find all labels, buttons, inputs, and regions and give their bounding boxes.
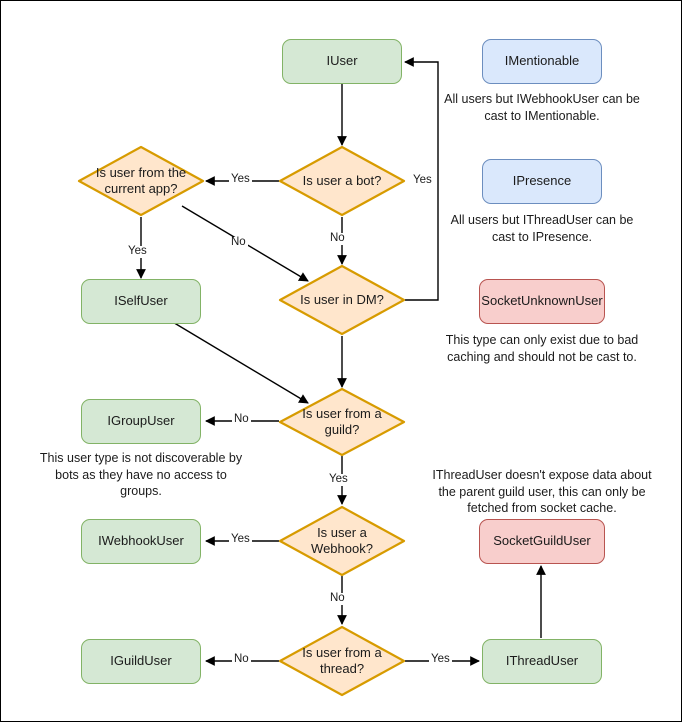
node-iguilduser-label: IGuildUser [110,653,172,669]
edge-label-webhook-yes: Yes [229,533,252,546]
node-ipresence[interactable]: IPresence [482,159,602,204]
node-socketguilduser[interactable]: SocketGuildUser [479,519,605,564]
node-is-user-a-bot[interactable]: Is user a bot? [278,145,406,217]
diamond-shape-icon [77,145,205,217]
note-igroupuser: This user type is not discoverable by bo… [39,451,243,498]
node-imentionable[interactable]: IMentionable [482,39,602,84]
node-ithreaduser[interactable]: IThreadUser [482,639,602,684]
node-imentionable-label: IMentionable [504,53,580,69]
node-is-user-webhook-label: Is user a Webhook? [311,524,373,556]
node-iguilduser[interactable]: IGuildUser [81,639,201,684]
note-ipresence: All users but IThreadUser can be cast to… [450,213,634,244]
edge-label-app-yes: Yes [126,245,149,258]
diamond-shape-icon [278,505,406,577]
node-socketguilduser-label: SocketGuildUser [493,533,591,549]
node-igroupuser[interactable]: IGroupUser [81,399,201,444]
node-is-user-from-thread-label: Is user from a thread? [302,644,382,676]
node-is-user-a-bot-label: Is user a bot? [302,172,382,188]
node-iselfuser[interactable]: ISelfUser [81,279,201,324]
diamond-shape-icon [278,387,406,457]
edge-label-bot-no: No [328,232,347,245]
edge-label-guild-yes: Yes [327,473,350,486]
node-iwebhookuser[interactable]: IWebhookUser [81,519,201,564]
edge-label-app-no: No [229,236,248,249]
node-iuser[interactable]: IUser [282,39,402,84]
diamond-shape-icon [278,145,406,217]
node-is-user-from-current-app-label: Is user from the current app? [95,164,187,196]
edge-label-bot-yes: Yes [229,173,252,186]
node-is-user-from-current-app[interactable]: Is user from the current app? [77,145,205,217]
node-igroupuser-label: IGroupUser [107,413,175,429]
edge-label-thread-yes: Yes [429,653,452,666]
diamond-shape-icon [278,264,406,336]
edge-label-thread-no: No [232,653,251,666]
node-iwebhookuser-label: IWebhookUser [98,533,184,549]
edge-label-webhook-no: No [328,592,347,605]
node-is-user-from-guild[interactable]: Is user from a guild? [278,387,406,457]
diamond-shape-icon [278,625,406,697]
node-socketunknownuser-label: SocketUnknownUser [481,293,603,309]
node-is-user-from-guild-label: Is user from a guild? [302,405,382,437]
node-is-user-in-dm[interactable]: Is user in DM? [278,264,406,336]
node-ipresence-label: IPresence [512,173,572,189]
node-is-user-in-dm-label: Is user in DM? [300,291,384,307]
edge-label-guild-no: No [232,413,251,426]
node-socketunknownuser[interactable]: SocketUnknownUser [479,279,605,324]
node-iselfuser-label: ISelfUser [114,293,168,309]
note-imentionable: All users but IWebhookUser can be cast t… [444,92,640,123]
node-iuser-label: IUser [326,53,358,69]
node-is-user-webhook[interactable]: Is user a Webhook? [278,505,406,577]
node-ithreaduser-label: IThreadUser [505,653,579,669]
note-ithreaduser: IThreadUser doesn't expose data about th… [432,468,652,515]
note-socketunknownuser: This type can only exist due to bad cach… [445,333,639,364]
node-is-user-from-thread[interactable]: Is user from a thread? [278,625,406,697]
edge-label-dm-yes: Yes [411,174,434,187]
